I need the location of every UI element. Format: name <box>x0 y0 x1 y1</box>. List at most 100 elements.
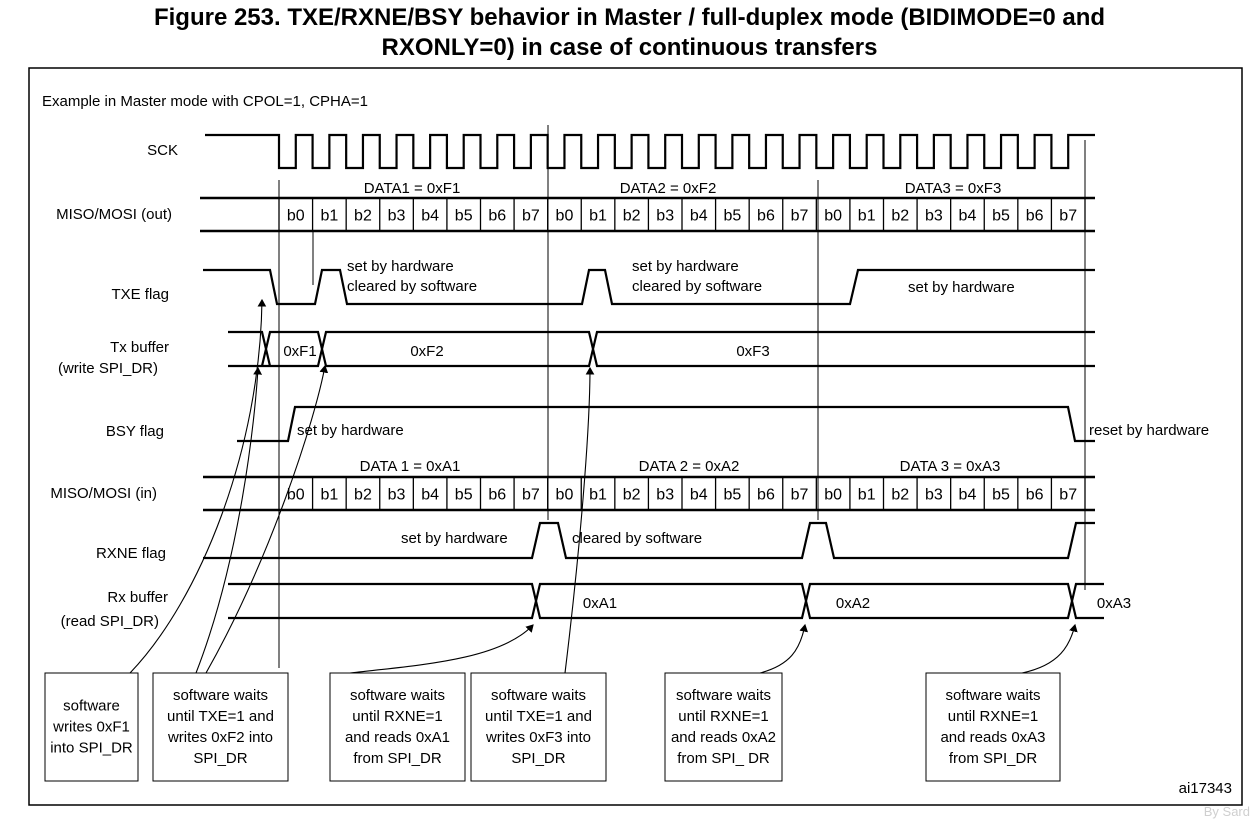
annotation-arrows <box>129 298 1078 674</box>
rxne-set-label: set by hardware <box>401 530 508 547</box>
bsy-flag-label: BSY flag <box>106 423 164 440</box>
in-bit-b1: b1 <box>320 487 338 504</box>
data3-in-label: DATA 3 = 0xA3 <box>900 458 1001 475</box>
software-step-text: and reads 0xA1 <box>345 729 450 746</box>
out-bit-b3: b3 <box>656 208 674 225</box>
out-bit-b4: b4 <box>690 208 708 225</box>
figure-id: ai17343 <box>1179 780 1232 797</box>
out-bit-b3: b3 <box>925 208 943 225</box>
tx-buffer-sublabel: (write SPI_DR) <box>58 360 158 377</box>
software-step-box <box>44 672 139 782</box>
out-bit-b2: b2 <box>891 208 909 225</box>
txe-waveform <box>203 268 1095 306</box>
in-bit-b0: b0 <box>556 487 574 504</box>
out-bit-b5: b5 <box>455 208 473 225</box>
data2-out-label: DATA2 = 0xF2 <box>620 180 717 197</box>
software-step-text: SPI_DR <box>193 750 247 767</box>
miso-mosi-out-label: MISO/MOSI (out) <box>56 206 172 223</box>
watermark: By Sard <box>1204 804 1250 819</box>
out-bit-b5: b5 <box>723 208 741 225</box>
tx-buffer-value-2: 0xF2 <box>410 343 443 360</box>
in-bit-b7: b7 <box>522 487 540 504</box>
data1-out-label: DATA1 = 0xF1 <box>364 180 461 197</box>
rx-buffer-value-1: 0xA1 <box>583 595 617 612</box>
out-bit-b7: b7 <box>522 208 540 225</box>
software-step-text: software waits <box>350 687 445 704</box>
rxne-flag-label: RXNE flag <box>96 545 166 562</box>
mode-caption: Example in Master mode with CPOL=1, CPHA… <box>42 93 368 110</box>
out-bit-b1: b1 <box>589 208 607 225</box>
software-step-text: until TXE=1 and <box>485 708 592 725</box>
in-bit-b7: b7 <box>1059 487 1077 504</box>
software-step-text: until RXNE=1 <box>948 708 1038 725</box>
in-bit-b3: b3 <box>388 487 406 504</box>
tx-buffer-bus <box>228 330 1095 368</box>
software-step-text: software waits <box>491 687 586 704</box>
in-bit-b4: b4 <box>421 487 439 504</box>
out-bit-b0: b0 <box>556 208 574 225</box>
bsy-reset-label: reset by hardware <box>1089 422 1209 439</box>
data3-out-label: DATA3 = 0xF3 <box>905 180 1002 197</box>
tx-buffer-value-3: 0xF3 <box>736 343 769 360</box>
sck-waveform <box>205 133 1095 170</box>
txe-cleared-label-2: cleared by software <box>632 278 762 295</box>
miso-mosi-in-label: MISO/MOSI (in) <box>50 485 157 502</box>
software-step-text: from SPI_DR <box>353 750 442 767</box>
in-bit-b4: b4 <box>690 487 708 504</box>
software-step-box <box>925 672 1061 782</box>
in-bit-b6: b6 <box>1026 487 1044 504</box>
out-bit-b0: b0 <box>824 208 842 225</box>
software-step-text: until RXNE=1 <box>678 708 768 725</box>
software-step-text: software <box>63 698 120 715</box>
in-bit-b5: b5 <box>992 487 1010 504</box>
out-bit-b1: b1 <box>858 208 876 225</box>
txe-set-label-3: set by hardware <box>908 279 1015 296</box>
out-bit-b2: b2 <box>623 208 641 225</box>
software-step-text: SPI_DR <box>511 750 565 767</box>
out-bit-b4: b4 <box>959 208 977 225</box>
software-step-box <box>329 672 466 782</box>
out-bit-b7: b7 <box>1059 208 1077 225</box>
figure-title-line-2: RXONLY=0) in case of continuous transfer… <box>381 34 878 61</box>
diagram-frame <box>28 67 1243 806</box>
in-bit-b0: b0 <box>824 487 842 504</box>
tx-buffer-value-1: 0xF1 <box>283 343 316 360</box>
software-step-text: and reads 0xA2 <box>671 729 776 746</box>
software-step-text: and reads 0xA3 <box>940 729 1045 746</box>
in-bit-b6: b6 <box>757 487 775 504</box>
rxne-cleared-label: cleared by software <box>572 530 702 547</box>
out-bit-b6: b6 <box>1026 208 1044 225</box>
figure-title-line-1: Figure 253. TXE/RXNE/BSY behavior in Mas… <box>153 4 1106 31</box>
software-step-text: from SPI_DR <box>949 750 1038 767</box>
bsy-waveform <box>237 405 1095 443</box>
txe-set-label-2: set by hardware <box>632 258 739 275</box>
in-bit-b2: b2 <box>623 487 641 504</box>
software-step-text: software waits <box>173 687 268 704</box>
out-bit-b3: b3 <box>388 208 406 225</box>
txe-set-label-1: set by hardware <box>347 258 454 275</box>
in-bit-b2: b2 <box>354 487 372 504</box>
rx-buffer-bus <box>228 582 1104 620</box>
tx-buffer-label: Tx buffer <box>110 339 169 356</box>
rx-buffer-value-3: 0xA3 <box>1097 595 1131 612</box>
software-step-text: writes 0xF1 <box>52 719 130 736</box>
in-bit-b6: b6 <box>488 487 506 504</box>
out-bit-b6: b6 <box>757 208 775 225</box>
in-bit-b3: b3 <box>656 487 674 504</box>
out-bit-b7: b7 <box>791 208 809 225</box>
rx-buffer-label: Rx buffer <box>107 589 168 606</box>
software-step-text: software waits <box>676 687 771 704</box>
software-step-text: into SPI_DR <box>50 740 133 757</box>
software-step-text: from SPI_ DR <box>677 750 770 767</box>
rxne-waveform <box>203 521 1095 560</box>
out-bit-b4: b4 <box>421 208 439 225</box>
software-step-boxes: software writes 0xF1 into SPI_DR software w… <box>44 672 1061 782</box>
out-bit-b5: b5 <box>992 208 1010 225</box>
sck-label: SCK <box>147 142 178 159</box>
software-step-box <box>664 672 783 782</box>
in-bit-b1: b1 <box>858 487 876 504</box>
in-bit-b1: b1 <box>589 487 607 504</box>
txe-flag-label: TXE flag <box>111 286 169 303</box>
